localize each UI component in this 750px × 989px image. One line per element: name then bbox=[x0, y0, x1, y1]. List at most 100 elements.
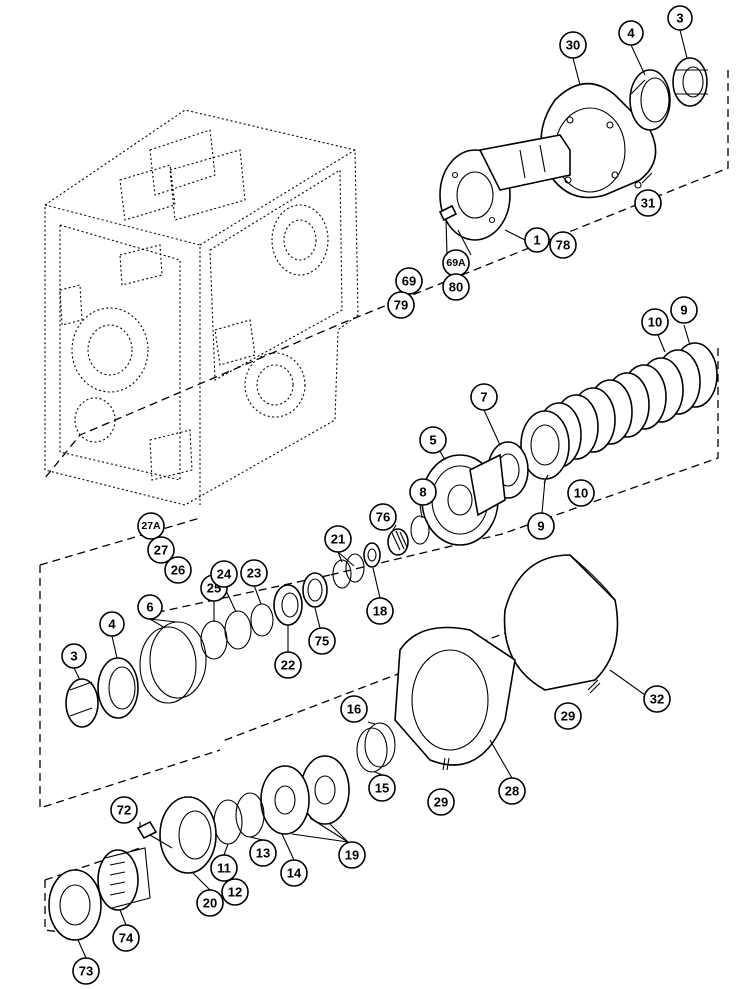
callout-5: 5 bbox=[419, 426, 447, 454]
svg-text:23: 23 bbox=[247, 566, 261, 581]
callout-24: 24 bbox=[210, 560, 238, 588]
callout-9-top: 9 bbox=[670, 296, 698, 324]
callout-13: 13 bbox=[249, 839, 277, 867]
callout-73: 73 bbox=[72, 957, 100, 985]
svg-text:14: 14 bbox=[287, 866, 302, 881]
callout-76: 76 bbox=[369, 503, 397, 531]
assembly-boundary-lines bbox=[39, 70, 729, 933]
svg-text:21: 21 bbox=[331, 532, 345, 547]
svg-text:75: 75 bbox=[315, 634, 329, 649]
callout-29-right: 29 bbox=[554, 702, 582, 730]
part-75-spacer bbox=[302, 572, 328, 608]
svg-text:19: 19 bbox=[345, 848, 359, 863]
part-74-hub bbox=[97, 847, 151, 911]
callout-27: 27 bbox=[147, 536, 175, 564]
svg-text:72: 72 bbox=[117, 803, 131, 818]
svg-text:3: 3 bbox=[70, 649, 77, 664]
svg-text:3: 3 bbox=[676, 11, 683, 26]
svg-text:69: 69 bbox=[402, 274, 416, 289]
part-4-bearing-cup-bottom bbox=[97, 657, 139, 719]
callout-74: 74 bbox=[112, 924, 140, 952]
svg-text:30: 30 bbox=[566, 38, 580, 53]
part-73-seal-plate bbox=[48, 869, 102, 941]
callout-18: 18 bbox=[366, 597, 394, 625]
callout-22: 22 bbox=[274, 651, 302, 679]
part-32-cylinder-cover bbox=[503, 554, 619, 691]
part-8-snap-ring bbox=[410, 515, 430, 545]
callout-12: 12 bbox=[221, 878, 249, 906]
part-69-fitting bbox=[438, 204, 458, 222]
svg-text:12: 12 bbox=[228, 885, 242, 900]
svg-text:27A: 27A bbox=[141, 520, 161, 532]
part-3-bearing-cone-bottom bbox=[65, 678, 99, 728]
callout-3-bottom: 3 bbox=[61, 643, 87, 669]
callout-79: 79 bbox=[387, 291, 415, 319]
callout-75: 75 bbox=[308, 627, 336, 655]
callout-28: 28 bbox=[498, 777, 526, 805]
callout-29-left: 29 bbox=[427, 788, 455, 816]
callout-31: 31 bbox=[634, 189, 662, 217]
part-72-bolt bbox=[136, 820, 173, 849]
callout-10-top: 10 bbox=[641, 308, 669, 336]
part-22-bearing bbox=[273, 584, 303, 626]
callout-72: 72 bbox=[110, 796, 138, 824]
callout-6: 6 bbox=[137, 594, 163, 620]
part-18-washer bbox=[363, 542, 381, 568]
svg-text:10: 10 bbox=[648, 315, 662, 330]
svg-text:28: 28 bbox=[505, 784, 519, 799]
callout-26: 26 bbox=[164, 556, 192, 584]
part-3-bearing-cone-top bbox=[672, 57, 708, 107]
callout-7: 7 bbox=[470, 383, 498, 411]
svg-text:73: 73 bbox=[79, 964, 93, 979]
svg-text:80: 80 bbox=[449, 280, 463, 295]
svg-text:29: 29 bbox=[561, 709, 575, 724]
svg-text:6: 6 bbox=[146, 600, 153, 615]
svg-text:29: 29 bbox=[434, 795, 448, 810]
part-callout-labels: 30 4 3 31 1 78 69 79 69A 80 10 9 7 5 10 … bbox=[61, 5, 698, 985]
part-20-piston bbox=[159, 796, 217, 874]
callout-16: 16 bbox=[340, 695, 368, 723]
callout-4-bottom: 4 bbox=[99, 611, 125, 637]
svg-text:20: 20 bbox=[203, 896, 217, 911]
svg-text:8: 8 bbox=[419, 485, 426, 500]
svg-text:24: 24 bbox=[217, 567, 232, 582]
svg-text:13: 13 bbox=[256, 846, 270, 861]
svg-text:69A: 69A bbox=[446, 257, 466, 269]
part-11-12-13-14-rings bbox=[213, 792, 265, 845]
part-4-bearing-cup-top bbox=[629, 69, 671, 131]
svg-text:9: 9 bbox=[680, 303, 687, 318]
svg-text:27: 27 bbox=[154, 543, 168, 558]
svg-text:4: 4 bbox=[627, 26, 635, 41]
svg-text:4: 4 bbox=[108, 617, 116, 632]
part-9-10-clutch-disc-pack bbox=[520, 342, 718, 480]
callout-27A: 27A bbox=[137, 512, 165, 540]
callout-15: 15 bbox=[368, 774, 396, 802]
svg-text:1: 1 bbox=[533, 233, 540, 248]
svg-text:16: 16 bbox=[347, 702, 361, 717]
callout-4-top: 4 bbox=[618, 20, 644, 46]
part-28-guard bbox=[394, 626, 516, 766]
callout-3-top: 3 bbox=[667, 5, 693, 31]
svg-text:5: 5 bbox=[429, 433, 436, 448]
callout-11: 11 bbox=[210, 854, 238, 882]
svg-text:74: 74 bbox=[119, 931, 134, 946]
callout-1: 1 bbox=[524, 227, 550, 253]
svg-text:15: 15 bbox=[375, 781, 389, 796]
label-leader-lines bbox=[73, 29, 691, 959]
callout-30: 30 bbox=[559, 31, 587, 59]
transmission-housing-phantom bbox=[44, 109, 359, 506]
callout-19: 19 bbox=[338, 841, 366, 869]
callout-32: 32 bbox=[643, 685, 671, 713]
part-6-piston-rings bbox=[139, 621, 207, 704]
callout-23: 23 bbox=[240, 559, 268, 587]
svg-text:7: 7 bbox=[480, 390, 487, 405]
callout-20: 20 bbox=[196, 889, 224, 917]
svg-text:78: 78 bbox=[556, 238, 570, 253]
svg-text:10: 10 bbox=[574, 486, 588, 501]
part-19-clutch-plates bbox=[260, 755, 350, 835]
svg-text:11: 11 bbox=[217, 861, 231, 876]
callout-78: 78 bbox=[549, 231, 577, 259]
part-23-24-25-rings bbox=[200, 603, 274, 660]
part-31-bolt bbox=[634, 169, 653, 189]
svg-text:79: 79 bbox=[394, 298, 408, 313]
